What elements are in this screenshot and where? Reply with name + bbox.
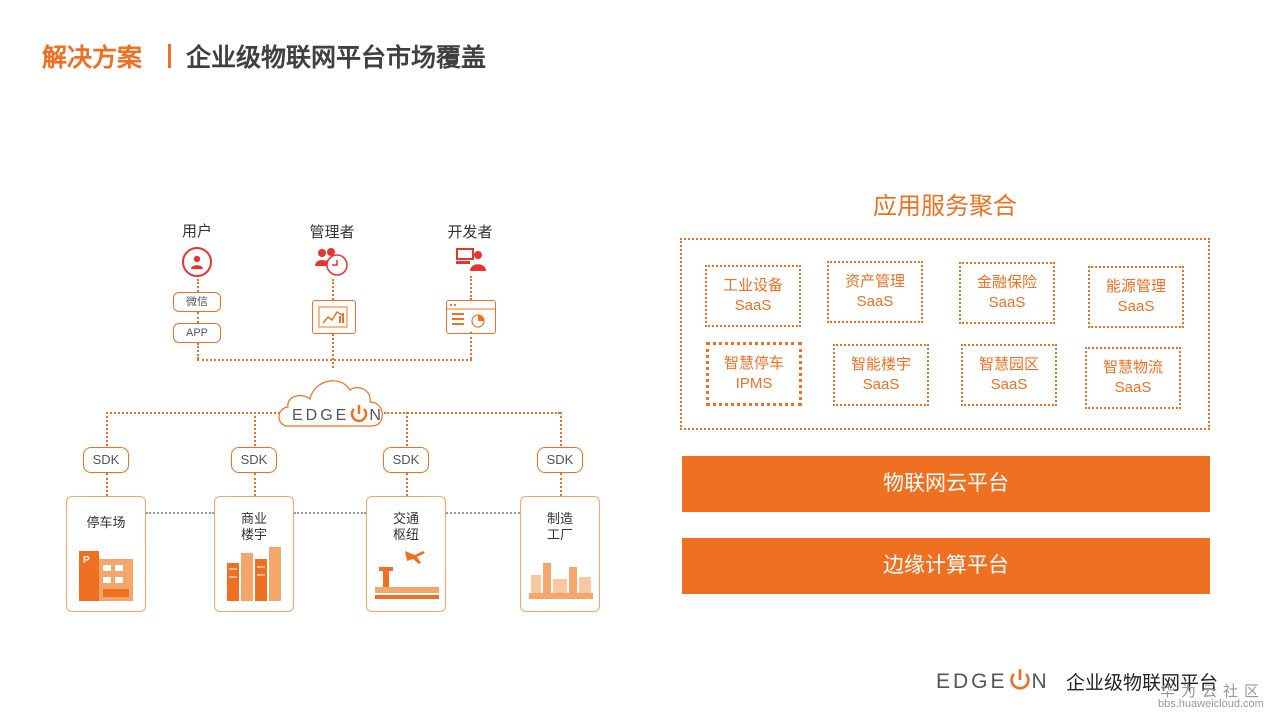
airport-icon: [375, 551, 439, 599]
app-smart-building[interactable]: 智能楼宇 SaaS: [833, 344, 929, 406]
connector-line: [332, 334, 334, 368]
connector-line: [406, 412, 408, 446]
app-smart-logistics[interactable]: 智慧物流 SaaS: [1085, 347, 1181, 409]
app-finance-insurance[interactable]: 金融保险 SaaS: [959, 262, 1055, 324]
scene-label: 制造 工厂: [546, 511, 573, 542]
sdk-badge: SDK: [537, 447, 583, 473]
edge-computing-platform-bar[interactable]: 边缘计算平台: [682, 538, 1210, 594]
footer-tagline: 企业级物联网平台: [1066, 673, 1219, 694]
scene-parking: 停车场 P: [66, 496, 146, 612]
role-label-developer: 开发者: [447, 224, 493, 241]
app-smart-parking[interactable]: 智慧停车 IPMS: [706, 342, 802, 406]
app-name: 能源管理: [1105, 278, 1166, 295]
scene-label: 交通 枢纽: [392, 511, 419, 542]
app-type: SaaS: [990, 376, 1028, 393]
connector-line: [106, 412, 108, 446]
connector-line: [106, 473, 108, 496]
app-smart-park[interactable]: 智慧园区 SaaS: [961, 344, 1057, 406]
connector-line: [197, 312, 199, 323]
role-label-manager: 管理者: [309, 224, 355, 241]
connector-line: [470, 276, 472, 300]
scene-transport-hub: 交通 枢纽: [366, 496, 446, 612]
app-aggregation-frame: [680, 238, 1210, 430]
managers-icon: [314, 246, 350, 283]
title-divider: [168, 44, 171, 68]
app-type: SaaS: [734, 297, 772, 314]
connector-line: [332, 279, 334, 300]
scene-manufacturing-factory: 制造 工厂: [520, 496, 600, 612]
app-type: SaaS: [1117, 298, 1155, 315]
app-name: 工业设备: [722, 277, 783, 294]
connector-line: [254, 473, 256, 496]
sdk-badge: SDK: [231, 447, 277, 473]
app-type: SaaS: [862, 376, 900, 393]
app-asset-management[interactable]: 资产管理 SaaS: [827, 261, 923, 323]
app-channel: APP: [173, 323, 221, 343]
connector-line: [106, 412, 280, 414]
app-type: SaaS: [1114, 379, 1152, 396]
connector-line: [197, 343, 199, 359]
skyscrapers-icon: [227, 547, 281, 601]
app-name: 智慧园区: [978, 356, 1039, 373]
scene-label: 停车场: [86, 515, 126, 530]
section-title: 解决方案: [42, 44, 143, 72]
wechat-channel: 微信: [173, 292, 221, 312]
app-name: 金融保险: [976, 274, 1037, 291]
scene-link: [294, 512, 366, 514]
sdk-badge: SDK: [383, 447, 429, 473]
svg-text:P: P: [83, 555, 90, 566]
app-energy-management[interactable]: 能源管理 SaaS: [1088, 266, 1184, 328]
app-type: SaaS: [856, 293, 894, 310]
connector-line: [254, 412, 256, 446]
dashboard-icon: [312, 300, 356, 334]
iot-cloud-platform-bar[interactable]: 物联网云平台: [682, 456, 1210, 512]
edgeon-cloud-icon: [274, 366, 388, 435]
app-name: 资产管理: [844, 273, 905, 290]
scene-link: [146, 512, 214, 514]
connector-line: [560, 473, 562, 496]
factory-icon: [529, 563, 593, 599]
developer-icon: [455, 245, 487, 278]
app-type: SaaS: [988, 294, 1026, 311]
app-name: 智慧停车: [723, 355, 784, 372]
app-type: IPMS: [735, 375, 773, 392]
sdk-badge: SDK: [83, 447, 129, 473]
browser-icon: [446, 300, 496, 334]
connector-line: [197, 359, 472, 361]
connector-line: [197, 279, 199, 292]
connector-line: [406, 473, 408, 496]
scene-link: [446, 512, 520, 514]
app-name: 智慧物流: [1102, 359, 1163, 376]
page-title: 企业级物联网平台市场覆盖: [186, 44, 487, 72]
user-icon: [182, 247, 212, 277]
watermark-url: bbs.huaweicloud.com: [1158, 698, 1264, 710]
parking-building-icon: P: [79, 551, 133, 601]
power-icon: [351, 405, 368, 423]
watermark-text: 华为云社区: [1160, 683, 1266, 700]
connector-line: [560, 412, 562, 446]
role-label-user: 用户: [181, 223, 212, 240]
connector-line: [384, 412, 560, 414]
aggregation-title: 应用服务聚合: [873, 193, 1017, 220]
scene-commercial-building: 商业 楼宇: [214, 496, 294, 612]
app-industrial-equipment[interactable]: 工业设备 SaaS: [705, 265, 801, 327]
scene-label: 商业 楼宇: [240, 511, 267, 542]
connector-line: [470, 332, 472, 359]
power-icon: [1009, 669, 1030, 690]
app-name: 智能楼宇: [850, 356, 911, 373]
